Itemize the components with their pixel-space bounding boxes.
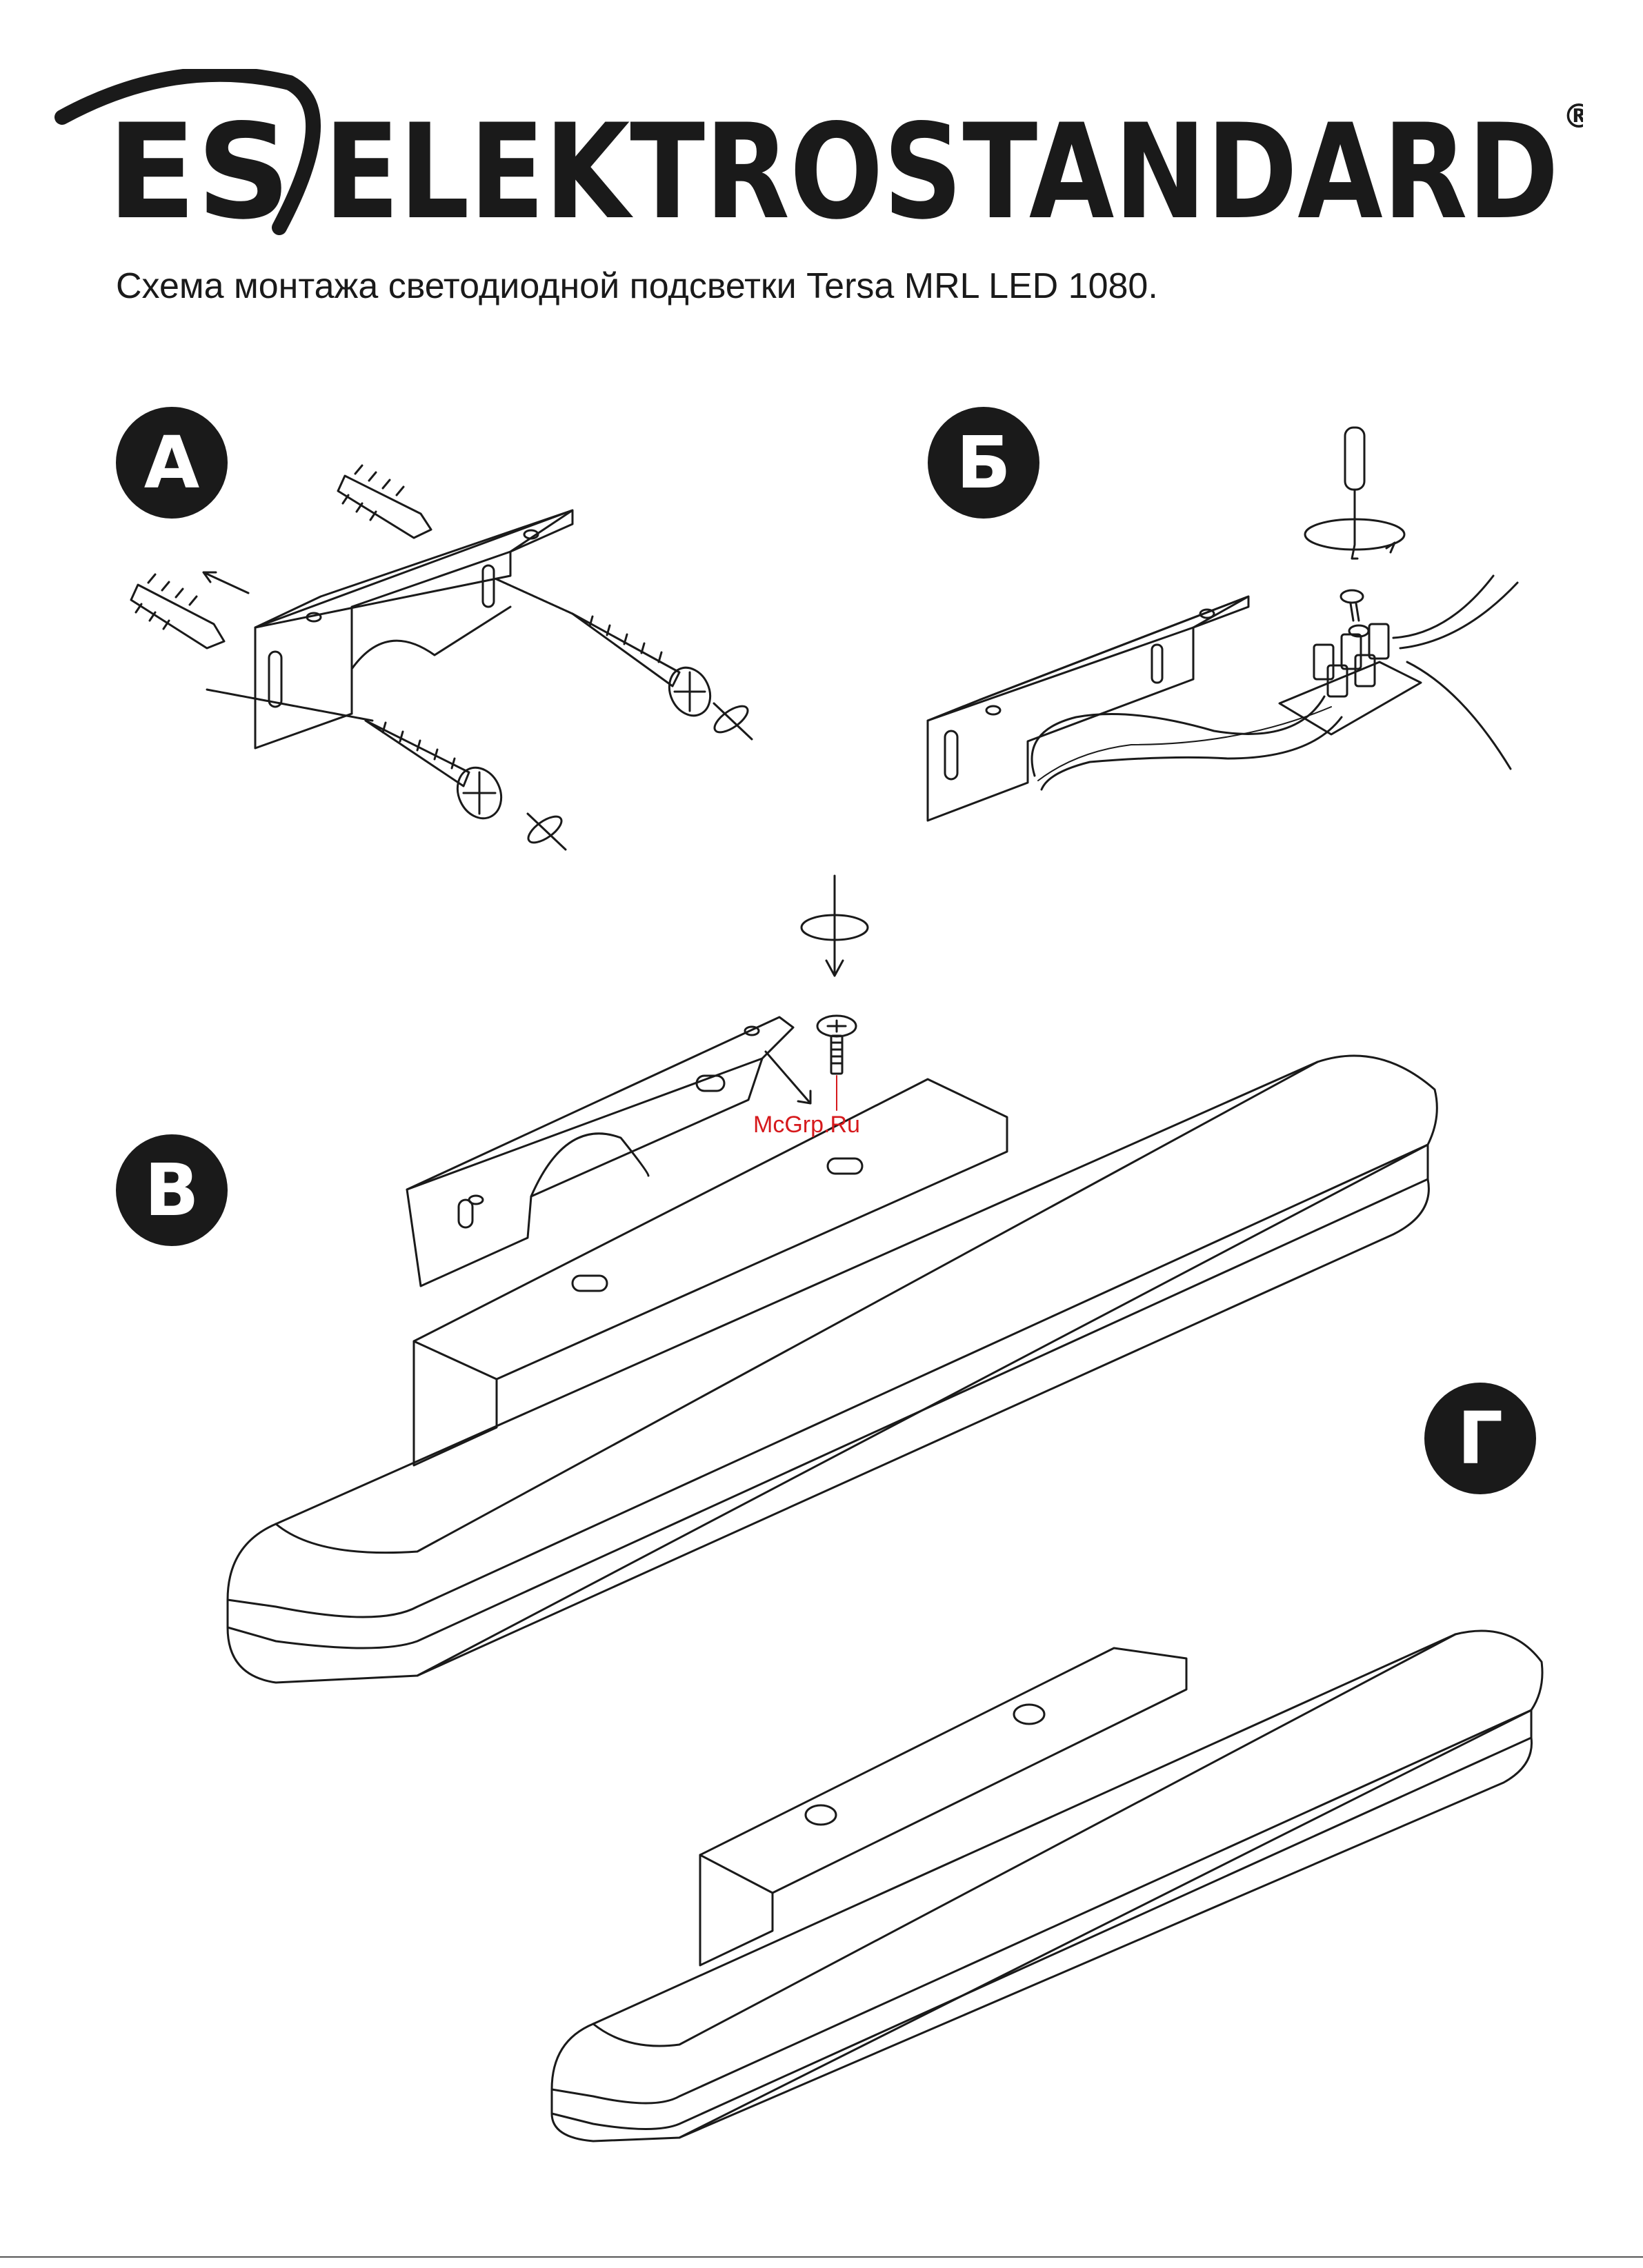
- machine-screw: [817, 1016, 856, 1074]
- wall-dowel: [131, 574, 224, 648]
- step-a-illustration: [131, 465, 752, 850]
- wood-screw: [572, 614, 718, 722]
- insert-arrow: [766, 1052, 810, 1103]
- screwdriver-icon: [1345, 428, 1364, 559]
- watermark: McGrp.Ru: [753, 1112, 860, 1138]
- rotate-arrow-icon: [524, 812, 566, 850]
- step-g-illustration: [552, 1631, 1542, 2141]
- rotate-arrow-icon: [710, 701, 752, 739]
- mains-wire: [1393, 576, 1517, 769]
- step-b-illustration: [928, 428, 1517, 821]
- wall-bracket: [255, 510, 572, 748]
- step-v-illustration: [228, 876, 1437, 1683]
- terminal-block: [1279, 590, 1421, 734]
- luminaire: [228, 1056, 1437, 1683]
- page-divider: [0, 2256, 1643, 2258]
- wall-dowel: [338, 465, 431, 538]
- luminaire: [552, 1631, 1542, 2141]
- wall-bracket: [928, 596, 1248, 821]
- down-arrow-icon: [801, 876, 868, 976]
- cable-bundle: [1032, 696, 1342, 790]
- insert-arrow: [203, 572, 248, 593]
- wood-screw: [366, 721, 509, 825]
